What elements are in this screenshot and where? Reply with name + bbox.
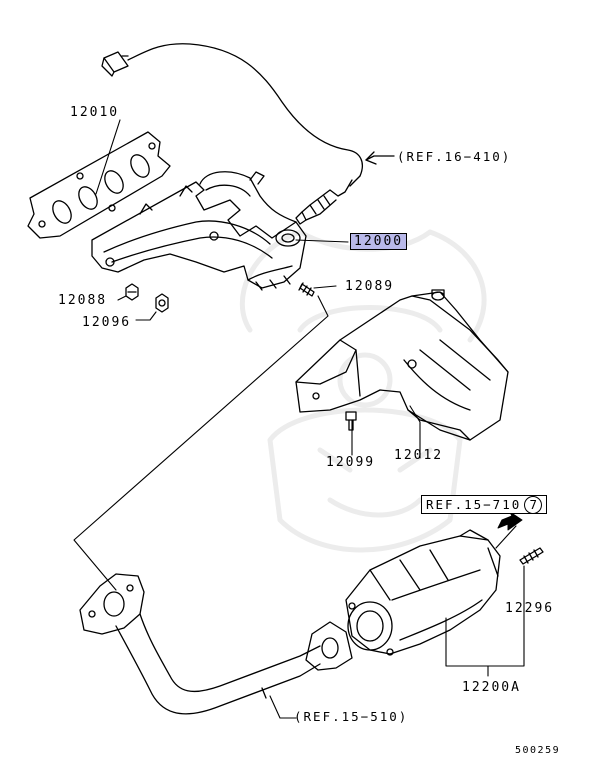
ref-text-15-710: REF.15−710: [426, 497, 522, 512]
part-label-12099[interactable]: 12099: [326, 455, 376, 470]
exhaust-manifold: [91, 171, 307, 291]
nut-12088: [125, 283, 139, 301]
part-label-12096[interactable]: 12096: [82, 315, 132, 330]
part-label-12000[interactable]: 12000: [350, 233, 408, 250]
part-label-12089[interactable]: 12089: [345, 279, 395, 294]
nut-12096: [155, 293, 169, 313]
ref-arrow-15-710: [497, 511, 523, 531]
catalytic-converter: [345, 529, 501, 656]
ref-page-circle: 7: [524, 496, 543, 514]
stud-12296: [519, 547, 544, 565]
part-label-12010[interactable]: 12010: [70, 105, 120, 120]
part-label-12000-highlight[interactable]: 12000: [350, 233, 408, 250]
manifold-gasket: [27, 131, 171, 239]
o2-sensor: [101, 43, 363, 225]
part-label-12296[interactable]: 12296: [505, 601, 555, 616]
heat-shield: [295, 289, 509, 441]
ref-arrow-16-410: [365, 151, 395, 165]
bolt-12099: [345, 411, 357, 431]
stud-12089: [298, 282, 315, 297]
ref-label-15-510[interactable]: (REF.15−510): [294, 709, 409, 724]
part-label-12200a[interactable]: 12200A: [462, 680, 521, 695]
part-label-12088[interactable]: 12088: [58, 293, 108, 308]
diagram-code: 500259: [515, 745, 561, 756]
front-exhaust-pipe: [79, 573, 353, 715]
leader-lines: [73, 119, 525, 719]
ref-label-16-410[interactable]: (REF.16−410): [397, 149, 512, 164]
part-label-12012[interactable]: 12012: [394, 448, 444, 463]
